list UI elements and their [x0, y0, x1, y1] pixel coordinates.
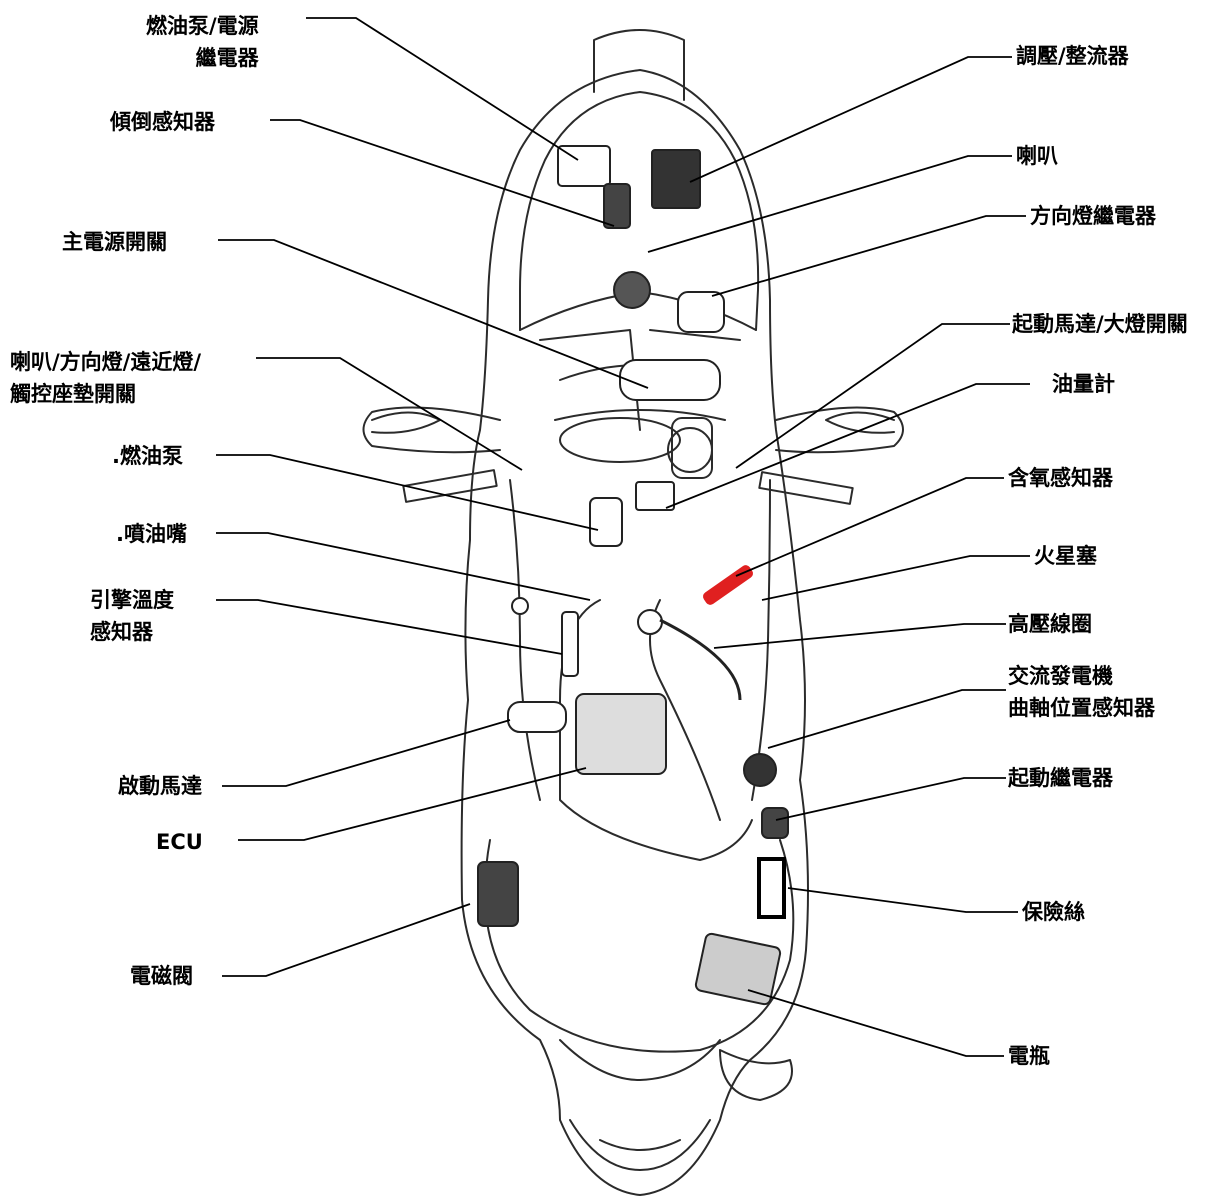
label-ignition-coil: 高壓線圈: [1008, 608, 1092, 640]
ignition-coil-wire: [660, 620, 740, 700]
leader-o2-sensor: [736, 478, 1004, 576]
turn-relay-shape: [678, 292, 724, 332]
label-ac-generator-ckp: 交流發電機 曲軸位置感知器: [1008, 660, 1155, 724]
label-main-switch: 主電源開關: [62, 226, 167, 258]
label-fuse: 保險絲: [1022, 896, 1085, 928]
leader-temp-sensor: [216, 600, 562, 654]
leader-fuse: [788, 888, 1018, 912]
label-starter-motor: 啟動馬達: [118, 770, 202, 802]
regulator-shape: [652, 150, 700, 208]
leader-spark-plug: [762, 556, 1030, 600]
leader-starter-headlight-switch: [736, 324, 1010, 468]
label-regulator-rectifier: 調壓/整流器: [1016, 40, 1129, 72]
label-fuel-pump: .燃油泵: [112, 440, 183, 472]
o2-sensor-highlight: [701, 563, 755, 607]
battery-shape: [695, 933, 781, 1006]
leader-regulator: [690, 57, 1012, 182]
fuel-pump-shape: [590, 498, 622, 546]
label-horn: 喇叭: [1016, 140, 1058, 172]
leader-main-switch: [218, 240, 648, 388]
leader-fuel-pump: [216, 455, 598, 530]
grip-right: [759, 472, 852, 504]
label-handlebar-switch: 喇叭/方向燈/遠近燈/ 觸控座墊開關: [10, 346, 201, 410]
label-spark-plug: 火星塞: [1034, 540, 1097, 572]
grip-left: [403, 470, 496, 502]
label-o2-sensor: 含氧感知器: [1008, 462, 1113, 494]
generator-shape: [744, 754, 776, 786]
label-starter-headlight-switch: 起動馬達/大燈開關: [1012, 308, 1188, 340]
label-fuel-pump-relay: 燃油泵/電源 繼電器: [146, 10, 259, 74]
starter-relay-shape: [762, 808, 788, 838]
leader-solenoid: [222, 904, 470, 976]
label-solenoid-valve: 電磁閥: [130, 960, 193, 992]
fuse-box: [759, 859, 784, 917]
leader-ecu: [238, 768, 586, 840]
mirror-left: [372, 413, 440, 433]
leader-ignition-coil: [714, 624, 1006, 648]
ecu-shape: [576, 694, 666, 774]
leader-starter-motor: [222, 720, 510, 786]
starter-motor-shape: [508, 702, 566, 732]
leader-starter-relay: [776, 778, 1006, 820]
front-fender: [594, 30, 684, 100]
label-battery: 電瓶: [1008, 1040, 1050, 1072]
fuel-gauge-shape: [636, 482, 674, 510]
label-starter-relay: 起動繼電器: [1008, 762, 1113, 794]
leader-injector: [216, 533, 590, 600]
solenoid-shape: [478, 862, 518, 926]
leader-horn: [648, 156, 1012, 252]
leader-battery: [748, 990, 1004, 1056]
label-fuel-gauge: 油量計: [1052, 368, 1115, 400]
label-engine-temp-sensor: 引擎溫度 感知器: [90, 584, 174, 648]
tilt-sensor-shape: [604, 184, 630, 228]
leader-fuel-pump-relay: [306, 18, 578, 160]
horn-shape: [614, 272, 650, 308]
leader-fuel-gauge: [666, 384, 1030, 508]
temp-sensor-shape: [562, 612, 578, 676]
main-switch-shape: [620, 360, 720, 400]
label-ecu: ECU: [156, 826, 203, 858]
rear-tail: [570, 1120, 710, 1170]
label-injector: .噴油嘴: [116, 518, 187, 550]
label-turn-signal-relay: 方向燈繼電器: [1030, 200, 1156, 232]
label-tilt-sensor: 傾倒感知器: [110, 106, 215, 138]
